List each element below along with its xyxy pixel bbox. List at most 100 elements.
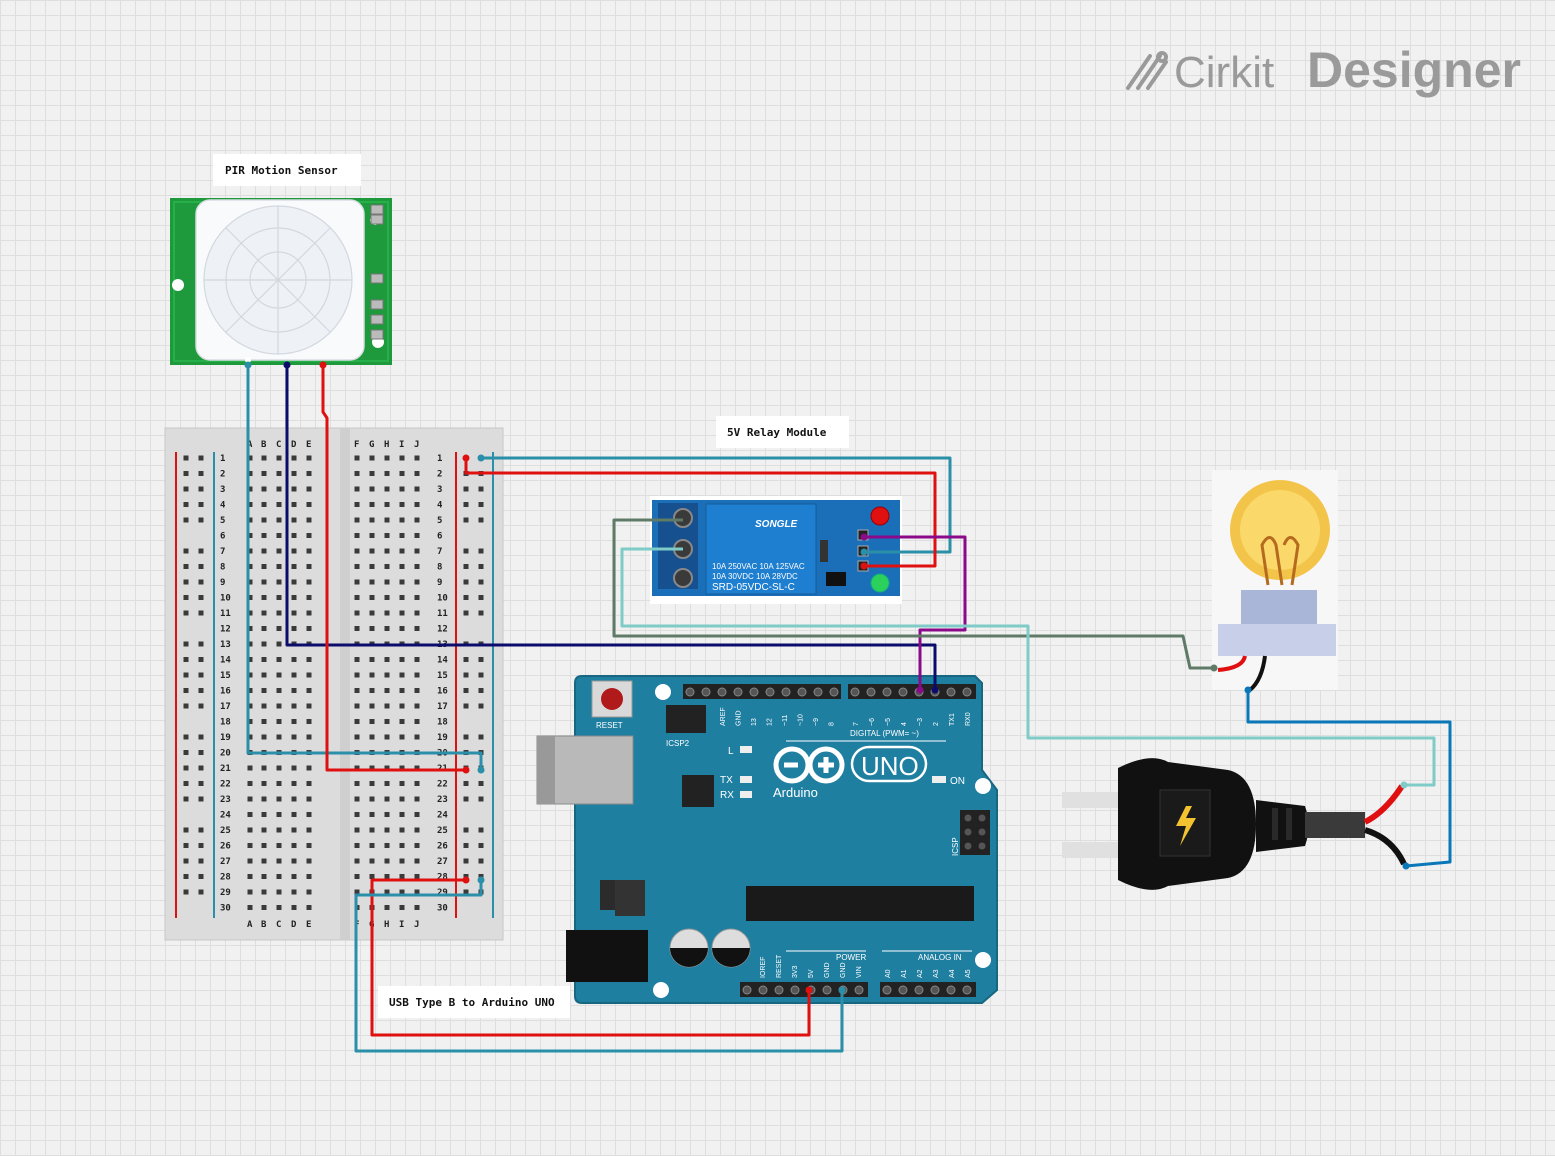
- breadboard-hole[interactable]: [414, 517, 420, 523]
- rail-hole[interactable]: [183, 517, 189, 523]
- breadboard-hole[interactable]: [291, 719, 297, 724]
- wire-arduino-gnd-teal[interactable]: [354, 880, 844, 1053]
- breadboard-hole[interactable]: [369, 626, 375, 631]
- breadboard-hole[interactable]: [414, 843, 420, 848]
- rail-hole[interactable]: [183, 874, 189, 879]
- breadboard-hole[interactable]: [261, 781, 267, 786]
- breadboard-hole[interactable]: [276, 517, 282, 523]
- header-pin[interactable]: [850, 687, 860, 697]
- breadboard-hole[interactable]: [384, 672, 390, 678]
- breadboard-hole[interactable]: [369, 595, 375, 600]
- breadboard-hole[interactable]: [291, 889, 297, 895]
- breadboard-hole[interactable]: [261, 889, 267, 895]
- breadboard-hole[interactable]: [399, 626, 405, 631]
- breadboard-hole[interactable]: [247, 781, 253, 786]
- breadboard-hole[interactable]: [369, 703, 375, 709]
- breadboard-hole[interactable]: [291, 827, 297, 833]
- icsp-pin[interactable]: [964, 828, 972, 836]
- breadboard-hole[interactable]: [306, 486, 312, 492]
- breadboard-hole[interactable]: [414, 812, 420, 817]
- header-pin[interactable]: [774, 985, 784, 995]
- rail-hole[interactable]: [198, 595, 204, 600]
- rail-hole[interactable]: [183, 688, 189, 693]
- power-header[interactable]: [740, 982, 868, 997]
- breadboard-hole[interactable]: [261, 765, 267, 771]
- breadboard-hole[interactable]: [261, 548, 267, 554]
- breadboard-hole[interactable]: [399, 688, 405, 693]
- rail-hole[interactable]: [183, 703, 189, 709]
- light-bulb[interactable]: [1212, 470, 1338, 692]
- breadboard-hole[interactable]: [384, 905, 390, 910]
- rail-hole[interactable]: [463, 595, 469, 600]
- breadboard-hole[interactable]: [354, 471, 360, 476]
- breadboard-hole[interactable]: [247, 641, 253, 647]
- breadboard-hole[interactable]: [306, 796, 312, 802]
- rail-hole[interactable]: [183, 858, 189, 864]
- breadboard-hole[interactable]: [247, 734, 253, 740]
- breadboard-hole[interactable]: [276, 734, 282, 740]
- breadboard-hole[interactable]: [261, 827, 267, 833]
- breadboard-hole[interactable]: [414, 827, 420, 833]
- breadboard-hole[interactable]: [399, 858, 405, 864]
- header-pin[interactable]: [822, 985, 832, 995]
- breadboard-hole[interactable]: [276, 641, 282, 647]
- breadboard-hole[interactable]: [247, 796, 253, 802]
- header-pin[interactable]: [946, 687, 956, 697]
- breadboard-hole[interactable]: [414, 533, 420, 538]
- breadboard-hole[interactable]: [306, 517, 312, 523]
- breadboard-hole[interactable]: [306, 502, 312, 507]
- breadboard-hole[interactable]: [276, 502, 282, 507]
- breadboard-hole[interactable]: [276, 486, 282, 492]
- breadboard-hole[interactable]: [414, 657, 420, 662]
- rail-hole[interactable]: [463, 734, 469, 740]
- breadboard-hole[interactable]: [414, 486, 420, 492]
- breadboard-hole[interactable]: [247, 765, 253, 771]
- breadboard-hole[interactable]: [354, 595, 360, 600]
- breadboard-hole[interactable]: [384, 796, 390, 802]
- breadboard-hole[interactable]: [291, 502, 297, 507]
- breadboard-hole[interactable]: [354, 688, 360, 693]
- breadboard-hole[interactable]: [414, 874, 420, 879]
- breadboard-hole[interactable]: [261, 703, 267, 709]
- breadboard-hole[interactable]: [414, 796, 420, 802]
- rail-hole[interactable]: [463, 564, 469, 569]
- icsp-pin[interactable]: [964, 814, 972, 822]
- breadboard-hole[interactable]: [384, 827, 390, 833]
- breadboard-hole[interactable]: [384, 517, 390, 523]
- rail-hole[interactable]: [463, 688, 469, 693]
- breadboard-hole[interactable]: [247, 688, 253, 693]
- breadboard-hole[interactable]: [399, 564, 405, 569]
- breadboard-hole[interactable]: [261, 471, 267, 476]
- breadboard-hole[interactable]: [414, 672, 420, 678]
- rail-hole[interactable]: [183, 765, 189, 771]
- breadboard-hole[interactable]: [291, 688, 297, 693]
- rail-hole[interactable]: [463, 843, 469, 848]
- breadboard-hole[interactable]: [354, 874, 360, 879]
- rail-hole[interactable]: [198, 502, 204, 507]
- breadboard-hole[interactable]: [384, 703, 390, 709]
- breadboard-hole[interactable]: [261, 455, 267, 461]
- breadboard-hole[interactable]: [291, 517, 297, 523]
- breadboard-hole[interactable]: [384, 533, 390, 538]
- breadboard-hole[interactable]: [276, 688, 282, 693]
- breadboard-hole[interactable]: [384, 781, 390, 786]
- breadboard-hole[interactable]: [369, 874, 375, 879]
- rail-hole[interactable]: [183, 750, 189, 755]
- rail-hole[interactable]: [198, 750, 204, 755]
- breadboard-hole[interactable]: [354, 812, 360, 817]
- breadboard-hole[interactable]: [306, 455, 312, 461]
- analog-header[interactable]: [880, 982, 976, 997]
- rail-hole[interactable]: [183, 843, 189, 848]
- breadboard-hole[interactable]: [276, 595, 282, 600]
- icsp-pin[interactable]: [978, 842, 986, 850]
- breadboard-hole[interactable]: [247, 626, 253, 631]
- breadboard-hole[interactable]: [399, 889, 405, 895]
- breadboard-hole[interactable]: [384, 502, 390, 507]
- breadboard-hole[interactable]: [384, 548, 390, 554]
- header-pin[interactable]: [749, 687, 759, 697]
- breadboard-hole[interactable]: [354, 502, 360, 507]
- breadboard-hole[interactable]: [369, 843, 375, 848]
- breadboard-hole[interactable]: [369, 796, 375, 802]
- breadboard-hole[interactable]: [261, 502, 267, 507]
- breadboard-hole[interactable]: [261, 719, 267, 724]
